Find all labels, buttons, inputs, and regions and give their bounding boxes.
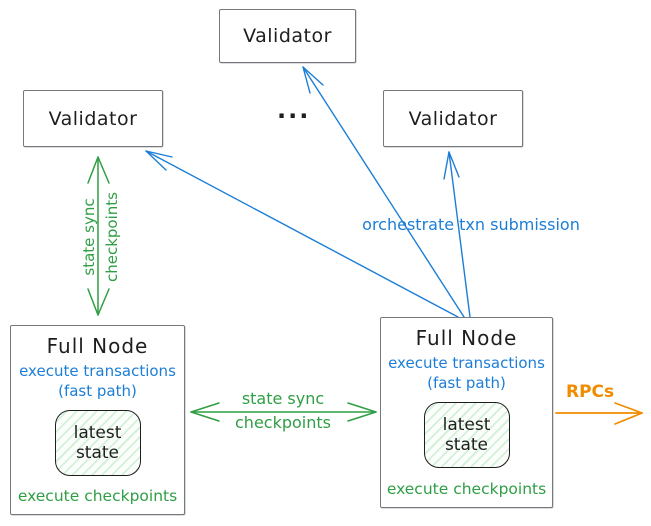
rpcs-label: RPCs xyxy=(566,382,615,402)
execute-checkpoints-text: execute checkpoints xyxy=(17,487,178,505)
validator-right-label: Validator xyxy=(408,107,498,130)
full-node-left-title: Full Node xyxy=(46,334,149,358)
full-node-right-fast-path-text: execute transactions (fast path) xyxy=(388,354,545,393)
full-node-left-fast-path-text: execute transactions (fast path) xyxy=(19,362,176,401)
execute-transactions-text: execute transactions xyxy=(19,362,176,380)
execute-checkpoints-text: execute checkpoints xyxy=(386,480,547,498)
state-sync-horizontal-label-line2: checkpoints xyxy=(235,413,331,432)
arrowhead-to-validator-left-icon xyxy=(145,150,173,171)
arrowhead-to-validator-right-icon xyxy=(443,151,460,180)
latest-state-box-left: latest state xyxy=(54,410,141,476)
full-node-right-title: Full Node xyxy=(415,326,518,350)
state-sync-horizontal-label-line1: state sync xyxy=(241,389,325,408)
latest-state-text: latest xyxy=(73,422,122,443)
arrow-to-validator-right xyxy=(448,151,471,318)
validator-right-node: Validator xyxy=(383,90,523,147)
latest-state-text: state xyxy=(75,443,120,463)
latest-state-text: state xyxy=(444,435,489,455)
orchestrate-txn-submission-label: orchestrate txn submission xyxy=(362,215,580,234)
execute-transactions-text: execute transactions xyxy=(388,354,545,372)
rpc-arrow xyxy=(555,402,643,425)
fast-path-text: (fast path) xyxy=(58,381,137,400)
validator-left-label: Validator xyxy=(48,107,138,130)
state-sync-vertical-label-line1: state sync xyxy=(80,198,98,276)
latest-state-text: latest xyxy=(442,414,491,435)
arrowhead-rpcs-icon xyxy=(614,402,643,425)
arrow-to-validator-left xyxy=(145,150,459,318)
validator-left-node: Validator xyxy=(23,90,163,147)
arrowhead-to-validator-top-icon xyxy=(302,66,324,94)
validator-top-node: Validator xyxy=(219,9,356,63)
full-node-right: Full Node execute transactions (fast pat… xyxy=(380,317,553,508)
full-node-left: Full Node execute transactions (fast pat… xyxy=(10,325,185,515)
latest-state-box-right: latest state xyxy=(423,402,510,468)
fast-path-text: (fast path) xyxy=(427,373,506,392)
validator-top-label: Validator xyxy=(243,25,332,47)
more-validators-ellipsis: ... xyxy=(277,96,311,124)
state-sync-vertical-label-line2: checkpoints xyxy=(103,192,121,282)
